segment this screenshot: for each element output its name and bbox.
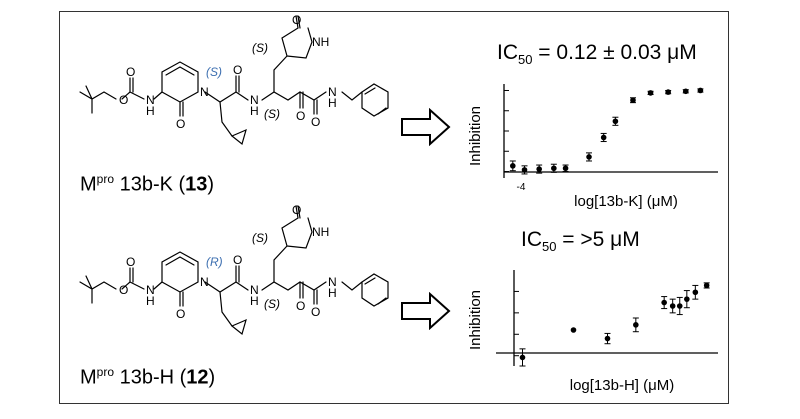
atom-o: O: [296, 299, 305, 313]
atom-o: O: [176, 307, 185, 321]
atom-nh: NH: [312, 225, 329, 239]
arrow-right-icon: [401, 292, 451, 330]
figure-frame: [59, 11, 729, 404]
data-point: [703, 282, 710, 289]
data-point: [647, 90, 654, 96]
data-point: [586, 154, 592, 160]
structure-13b-h: O O N H O N O N H O O N H O NH (R) (S) (…: [79, 204, 389, 336]
atom-n: N: [328, 275, 337, 289]
stereo-labels: (R) (S) (S): [206, 231, 280, 311]
data-point: [536, 166, 542, 172]
stereo-labels: (S) (S) (S): [206, 41, 280, 121]
data-point: [509, 163, 516, 169]
data-point: [682, 88, 689, 95]
atom-h: H: [250, 104, 259, 118]
atom-n: N: [250, 283, 259, 297]
atom-o: O: [119, 93, 128, 107]
structure-atom-labels: O O N H O N O N H O O N H O NH: [119, 204, 337, 321]
atom-o: O: [311, 305, 320, 319]
compound-label-13b-k: Mpro 13b-K (13): [80, 172, 215, 196]
chart-13b-k: Inhibition -4 log[13b-K] (μM): [466, 66, 718, 210]
atom-o: O: [292, 14, 301, 27]
stereo-label-pyrrolidone: (S): [252, 231, 268, 245]
atom-h: H: [146, 104, 155, 118]
structure-13b-k: O O N H O N O N H O O N H O NH (S) (S) (…: [79, 14, 389, 146]
data-point: [630, 97, 636, 104]
atom-n: N: [250, 93, 259, 107]
stereo-label-pyridone-alpha: (S): [206, 65, 222, 79]
data-point: [562, 165, 569, 172]
atom-o: O: [233, 253, 242, 267]
data-point: [612, 118, 619, 125]
x-tick-label: -4: [517, 182, 526, 193]
atom-o: O: [126, 65, 135, 79]
chart-13b-h: Inhibition log[13b-H] (μM): [466, 258, 718, 394]
atom-h: H: [328, 286, 337, 300]
structure-atom-labels: O O N H O N O N H O O N H O NH: [119, 14, 337, 131]
axes: [503, 84, 718, 178]
atom-n: N: [146, 93, 155, 107]
data-point: [684, 296, 690, 302]
y-axis-label: Inhibition: [467, 290, 484, 350]
structure-bonds: [79, 15, 389, 146]
atom-h: H: [250, 294, 259, 308]
data-point: [604, 335, 611, 342]
atom-n: N: [328, 85, 337, 99]
data-point: [692, 289, 699, 296]
atom-n: N: [200, 275, 209, 289]
atom-h: H: [146, 294, 155, 308]
data-point: [600, 134, 607, 141]
chart-title-13b-k: IC50 = 0.12 ± 0.03 μM: [497, 41, 697, 68]
data-points: [519, 282, 710, 367]
data-point: [676, 303, 683, 309]
data-point: [697, 87, 704, 94]
atom-nh: NH: [312, 35, 329, 49]
data-points: [509, 87, 704, 175]
atom-o: O: [296, 109, 305, 123]
atom-o: O: [119, 283, 128, 297]
y-axis-label: Inhibition: [467, 106, 484, 166]
x-axis-label: log[13b-K] (μM): [574, 193, 678, 210]
stereo-label-pyridone-alpha: (R): [206, 255, 223, 269]
data-point: [669, 303, 676, 309]
compound-label-13b-h: Mpro 13b-H (12): [80, 365, 216, 389]
data-point: [519, 354, 526, 361]
atom-o: O: [126, 255, 135, 269]
chart-title-13b-h: IC50 = >5 μM: [521, 228, 640, 255]
atom-h: H: [328, 96, 337, 110]
stereo-label-backbone: (S): [264, 297, 280, 311]
stereo-label-backbone: (S): [264, 107, 280, 121]
atom-o: O: [233, 63, 242, 77]
arrow-right-icon: [401, 108, 451, 146]
data-point: [665, 89, 671, 95]
data-point: [521, 167, 528, 173]
structure-bonds: [79, 205, 389, 336]
x-axis-label: log[13b-H] (μM): [570, 377, 675, 394]
axes: [496, 270, 718, 366]
data-point: [661, 299, 667, 306]
atom-n: N: [200, 85, 209, 99]
data-point: [570, 327, 577, 333]
atom-o: O: [311, 115, 320, 129]
atom-n: N: [146, 283, 155, 297]
data-point: [551, 165, 557, 172]
atom-o: O: [176, 117, 185, 131]
stereo-label-pyrrolidone: (S): [252, 41, 268, 55]
atom-o: O: [292, 204, 301, 217]
data-point: [633, 322, 639, 328]
